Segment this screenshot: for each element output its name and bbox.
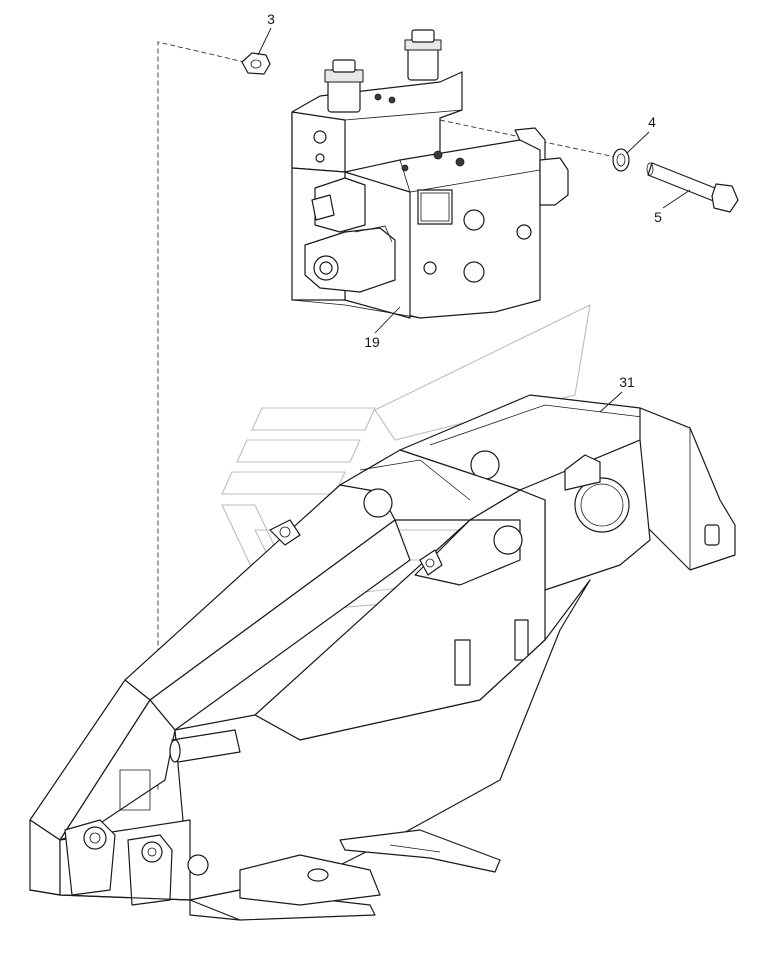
control-valve-block: [291, 29, 569, 319]
callout-5: 5: [654, 189, 691, 225]
callout-4-label: 4: [648, 114, 656, 130]
callout-3-label: 3: [267, 11, 275, 27]
callout-19-label: 19: [364, 334, 380, 350]
hex-nut: [241, 52, 271, 75]
callout-31: 31: [599, 374, 635, 413]
callout-19: 19: [364, 306, 401, 350]
washer: [612, 148, 630, 172]
assembly-line: [157, 41, 254, 790]
hex-bolt: [646, 162, 739, 213]
loader-frame: [29, 394, 736, 921]
callout-4: 4: [626, 114, 656, 154]
callout-3: 3: [257, 11, 275, 56]
callout-5-label: 5: [654, 209, 662, 225]
callout-31-label: 31: [619, 374, 635, 390]
